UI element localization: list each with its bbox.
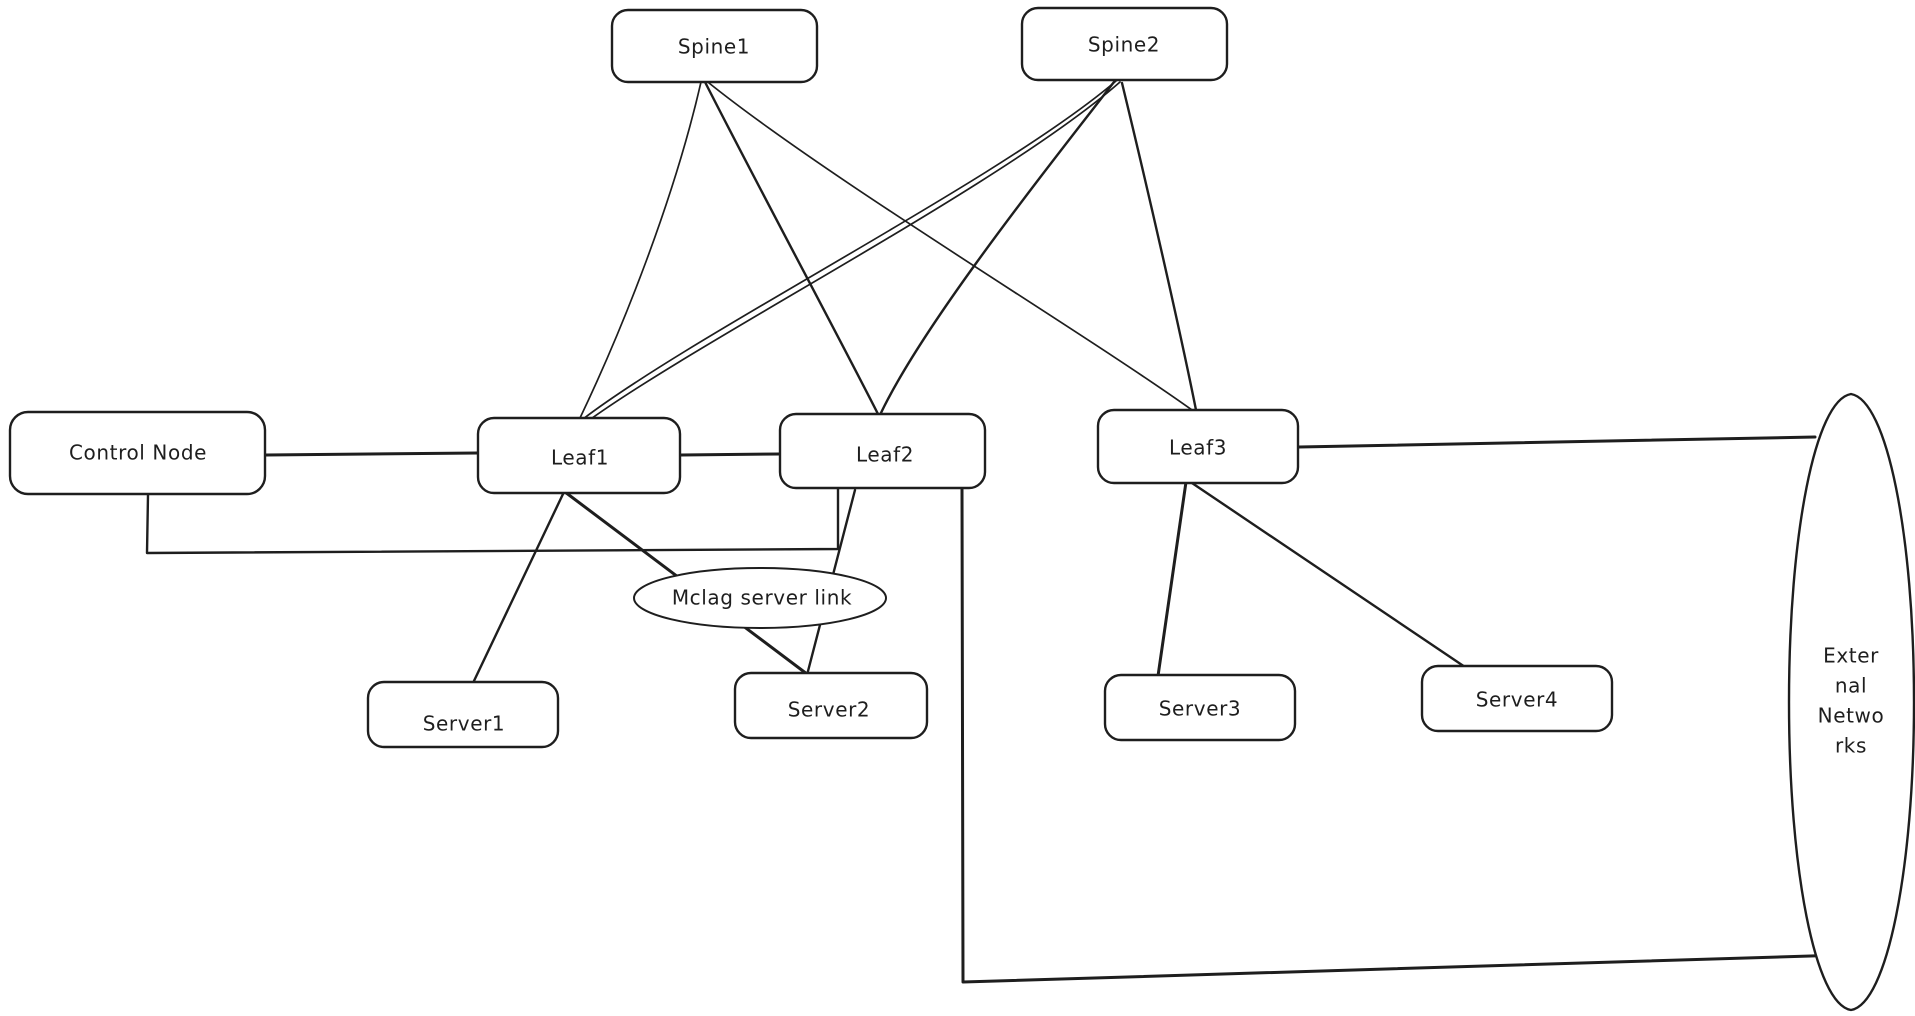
spine2-shape (1020, 6, 1229, 82)
leaf3-shape (1096, 408, 1300, 485)
spine2-label: Spine2 (1088, 33, 1160, 57)
link-leaf3-external-networks[interactable] (1297, 435, 1817, 449)
server4-shape (1420, 664, 1614, 733)
link-spine2-leaf1-a[interactable] (582, 80, 1117, 420)
link-spine2-leaf3[interactable] (1120, 81, 1198, 412)
server1-label: Server1 (423, 712, 506, 736)
node-spine1[interactable]: Spine1 (610, 8, 819, 84)
server2-label: Server2 (788, 698, 871, 722)
node-leaf1[interactable]: Leaf1 (476, 416, 682, 495)
mclag-ellipse-shape (633, 567, 887, 629)
external-networks-label-line-4: rks (1835, 734, 1867, 758)
server3-shape (1103, 673, 1297, 742)
external-networks-label-line-2: nal (1835, 674, 1867, 698)
link-control-node-leaf1[interactable] (264, 451, 480, 457)
leaf2-shape (778, 412, 987, 490)
link-layer (145, 80, 1845, 984)
control-node-label: Control Node (69, 441, 207, 465)
leaf2-label: Leaf2 (856, 443, 914, 467)
node-leaf3[interactable]: Leaf3 (1096, 408, 1300, 485)
mclag-server-link-label: Mclag server link (672, 586, 852, 610)
node-server2[interactable]: Server2 (733, 671, 929, 740)
link-spine1-leaf3[interactable] (708, 82, 1193, 411)
link-control-node-leaf2[interactable] (145, 487, 840, 555)
server4-label: Server4 (1476, 688, 1559, 712)
external-networks-shape (1787, 392, 1915, 1012)
control-node-shape (8, 410, 267, 496)
server2-shape (733, 671, 929, 740)
node-server3[interactable]: Server3 (1103, 673, 1297, 742)
link-spine1-leaf2[interactable] (703, 80, 880, 416)
leaf3-label: Leaf3 (1169, 436, 1227, 460)
link-leaf1-leaf2[interactable] (679, 452, 782, 457)
link-leaf2-external-networks[interactable] (960, 486, 1845, 984)
node-server4[interactable]: Server4 (1420, 664, 1614, 733)
external-networks-label-line-3: Netwo (1818, 704, 1885, 728)
link-leaf1-server1[interactable] (471, 492, 565, 685)
node-server1[interactable]: Server1 (366, 680, 560, 749)
mclag-server-link-annotation[interactable]: Mclag server link (633, 567, 887, 629)
leaf1-label: Leaf1 (551, 446, 609, 470)
node-control-node[interactable]: Control Node (8, 410, 267, 496)
node-leaf2[interactable]: Leaf2 (778, 412, 987, 490)
link-spine1-leaf1[interactable] (579, 81, 702, 419)
link-leaf3-server4[interactable] (1187, 479, 1467, 669)
node-external-networks[interactable]: Exter nal Netwo rks (1787, 392, 1915, 1012)
link-spine2-leaf1-b[interactable] (587, 81, 1121, 422)
leaf1-shape (476, 416, 682, 495)
external-networks-label-line-1: Exter (1823, 644, 1879, 668)
spine1-label: Spine1 (678, 35, 750, 59)
node-spine2[interactable]: Spine2 (1020, 6, 1229, 82)
link-spine2-leaf2[interactable] (878, 80, 1116, 417)
server3-label: Server3 (1159, 697, 1242, 721)
spine1-shape (610, 8, 819, 84)
link-leaf3-server3[interactable] (1156, 480, 1188, 678)
server1-shape (366, 680, 560, 749)
